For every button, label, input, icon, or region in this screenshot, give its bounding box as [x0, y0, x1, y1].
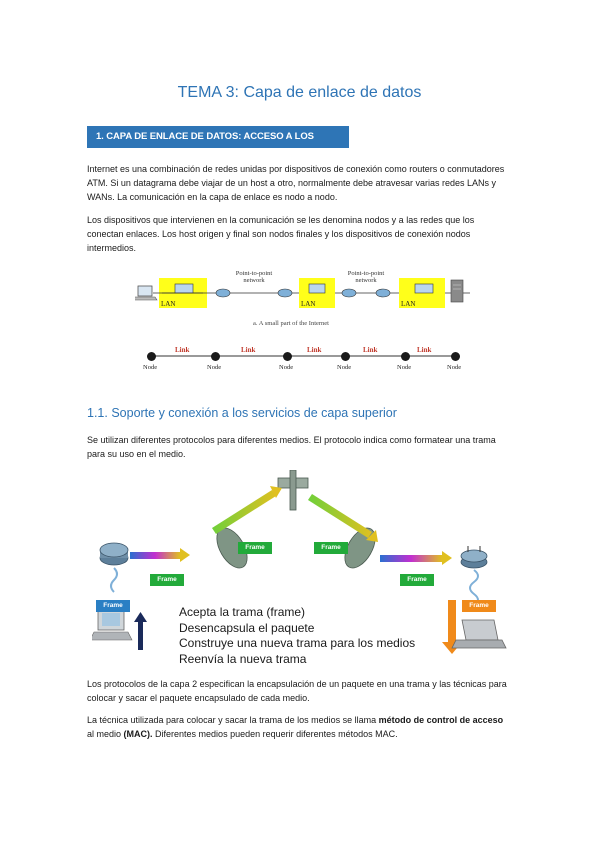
- point-to-point-label-2: Point-to-point network: [347, 270, 385, 284]
- frame-tag: Frame: [462, 600, 496, 612]
- subsection-heading: 1.1. Soporte y conexión a los servicios …: [87, 406, 397, 420]
- lan-label-3: LAN: [401, 300, 416, 308]
- paragraph-internet: Internet es una combinación de redes uni…: [87, 164, 505, 202]
- point-to-point-label-1: Point-to-point network: [235, 270, 273, 284]
- lan-label-2: LAN: [301, 300, 316, 308]
- paragraph-dispositivos: Los dispositivos que intervienen en la c…: [87, 215, 475, 253]
- link-label: Link: [363, 346, 378, 354]
- node-dot: [283, 352, 292, 361]
- frame-tag: Frame: [400, 574, 434, 586]
- step-4: Reenvía la nueva trama: [179, 651, 307, 666]
- node-label: Node: [397, 364, 412, 371]
- mac-text-mid: al medio: [87, 728, 124, 739]
- node-label: Node: [337, 364, 352, 371]
- router-icon-4: [375, 288, 391, 298]
- node-dot: [147, 352, 156, 361]
- network-figure: LAN LAN LAN Point-to-point network Point…: [135, 268, 470, 378]
- node-label: Node: [143, 364, 158, 371]
- router-icon-left: [99, 542, 129, 566]
- node-dot: [211, 352, 220, 361]
- computer-icon-left: [92, 609, 133, 641]
- step-2: Desencapsula el paquete: [179, 620, 315, 635]
- mac-text-post: Diferentes medios pueden requerir difere…: [152, 728, 398, 739]
- frame-tag: Frame: [238, 542, 272, 554]
- network-caption: a. A small part of the Internet: [253, 320, 329, 327]
- link-label: Link: [175, 346, 190, 354]
- laptop-icon: [135, 285, 158, 301]
- satellite-icon-center: [277, 470, 309, 511]
- step-3: Construye una nueva trama para los medio…: [179, 636, 416, 650]
- mac-text-bold: método de control de acceso: [378, 715, 504, 725]
- paragraph-capa2: Los protocolos de la capa 2 especifican …: [87, 679, 507, 703]
- router-icon-1: [215, 288, 231, 298]
- mac-text-bold-2: (MAC).: [123, 728, 153, 739]
- page-title: TEMA 3: Capa de enlace de datos: [177, 84, 422, 101]
- frame-tag: Frame: [150, 574, 184, 586]
- laptop-icon-right: [451, 619, 507, 649]
- paragraph-protocolos: Se utilizan diferentes protocolos para d…: [87, 435, 496, 459]
- node-label: Node: [279, 364, 294, 371]
- lan-label-1: LAN: [161, 300, 176, 308]
- frame-figure: Frame Frame Frame Frame Frame Frame Acep…: [92, 470, 507, 675]
- wireless-router-icon: [460, 546, 488, 607]
- router-icon-2: [277, 288, 293, 298]
- paragraph-mac: La técnica utilizada para colocar y saca…: [87, 714, 512, 742]
- mac-text-pre: La técnica utilizada para colocar y saca…: [87, 715, 379, 725]
- link-label: Link: [307, 346, 322, 354]
- frame-tag: Frame: [314, 542, 348, 554]
- router-icon-3: [341, 288, 357, 298]
- node-dot: [341, 352, 350, 361]
- node-dot: [451, 352, 460, 361]
- node-label: Node: [447, 364, 462, 371]
- process-steps: Acepta la trama (frame) Desencapsula el …: [179, 605, 415, 667]
- frame-tag: Frame: [96, 600, 130, 612]
- node-dot: [401, 352, 410, 361]
- section-heading-1: 1. CAPA DE ENLACE DE DATOS: ACCESO A LOS…: [87, 126, 349, 164]
- node-label: Node: [207, 364, 222, 371]
- satellite-dish-icon-right: [344, 527, 376, 569]
- frame-drawing: [92, 470, 507, 654]
- step-1: Acepta la trama (frame): [179, 605, 306, 619]
- link-label: Link: [241, 346, 256, 354]
- server-icon: [450, 279, 464, 303]
- link-label: Link: [417, 346, 432, 354]
